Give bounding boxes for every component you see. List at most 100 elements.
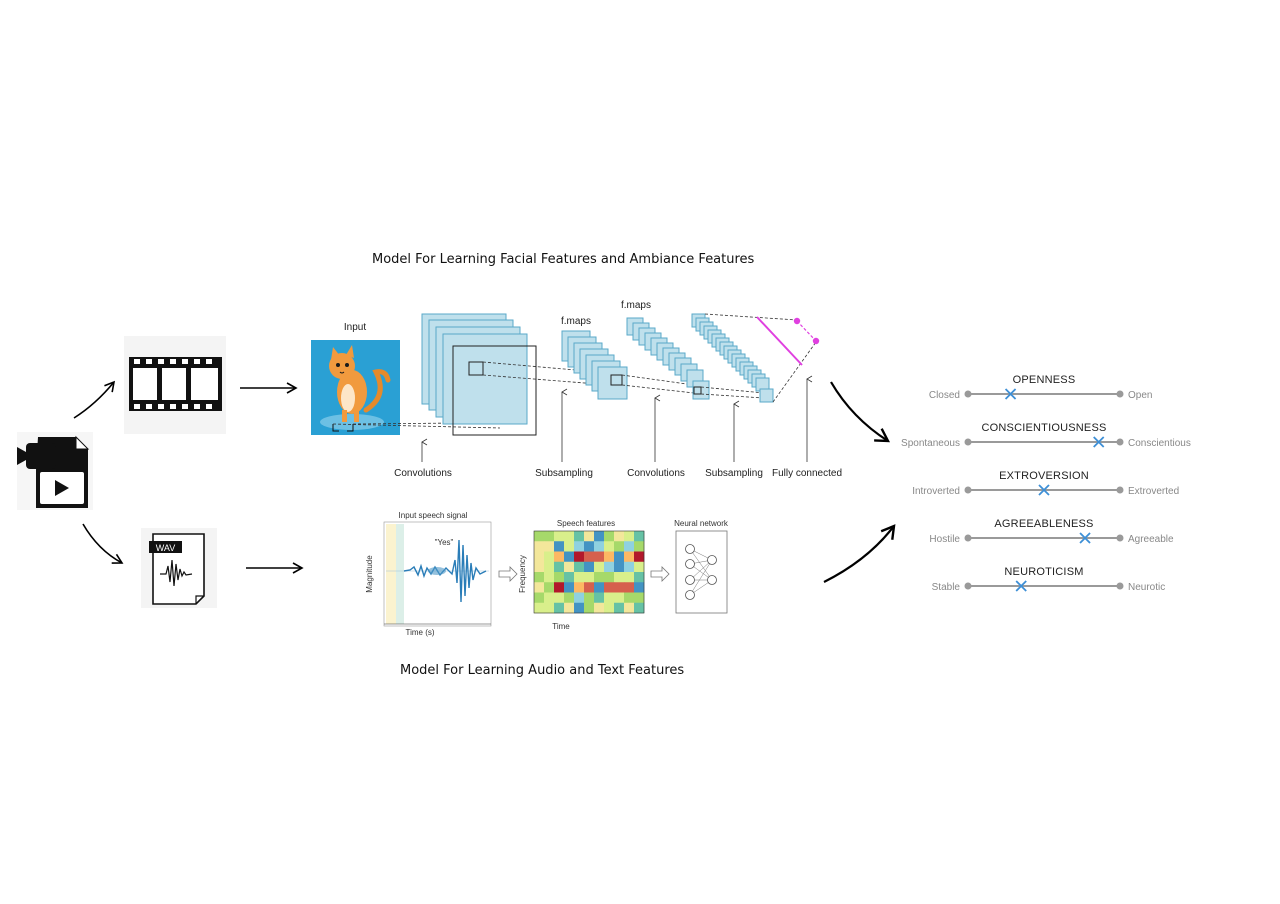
- trait-scale-right-end: [1116, 534, 1124, 542]
- heatmap-cell: [544, 541, 555, 552]
- heatmap-cell: [554, 551, 565, 563]
- heatmap-cell: [554, 541, 565, 552]
- heatmap-cell: [544, 582, 555, 593]
- heatmap-cell: [584, 531, 595, 542]
- heatmap-cell: [594, 592, 605, 604]
- heatmap-cell: [574, 572, 585, 583]
- heatmap-cell: [574, 602, 585, 614]
- heatmap-cell: [544, 531, 555, 542]
- heatmap-cell: [614, 592, 625, 604]
- heatmap-cell: [634, 582, 645, 593]
- arrow-to-audio: [82, 523, 124, 564]
- heatmap-cell: [624, 531, 635, 542]
- heatmap-cell: [564, 602, 575, 614]
- heatmap-cell: [584, 541, 595, 552]
- top-model-caption: Model For Learning Facial Features and A…: [372, 252, 755, 267]
- heatmap-cell: [574, 561, 585, 573]
- fmaps-label-1: f.maps: [561, 316, 591, 327]
- speech-signal-title: Input speech signal: [399, 511, 468, 520]
- trait-scale-left-end: [964, 534, 972, 542]
- stage-subsampling-1: Subsampling: [535, 468, 593, 479]
- heatmap-cell: [574, 592, 585, 604]
- heatmap-cell: [564, 561, 575, 573]
- heatmap-cell: [604, 561, 615, 573]
- heatmap-cell: [604, 541, 615, 552]
- heatmap-cell: [534, 572, 545, 583]
- heatmap-cell: [634, 531, 645, 542]
- speech-signal-xlabel: Time (s): [405, 628, 434, 637]
- heatmap-cell: [624, 582, 635, 593]
- heatmap-cell: [594, 541, 605, 552]
- heatmap-cell: [624, 592, 635, 604]
- heatmap-cell: [554, 572, 565, 583]
- speech-features-heatmap: Time Frequency: [518, 530, 645, 631]
- heatmap-cell: [634, 561, 645, 573]
- arrow-to-frames: [73, 380, 116, 419]
- neural-network-graphic: [675, 530, 728, 614]
- heatmap-cell: [564, 531, 575, 542]
- speech-signal-plot: "Yes" Time (s) Magnitude: [365, 521, 492, 637]
- heatmap-cell: [604, 582, 615, 593]
- arrow-cnn-to-traits: [830, 381, 888, 441]
- trait-scale-right-end: [1116, 390, 1124, 398]
- heatmap-cell: [594, 582, 605, 593]
- heatmap-cell: [584, 592, 595, 604]
- speech-features-ylabel: Frequency: [518, 555, 527, 593]
- trait-name: OPENNESS: [1013, 374, 1076, 386]
- heatmap-cell: [564, 592, 575, 604]
- heatmap-cell: [534, 531, 545, 542]
- heatmap-cell: [534, 551, 545, 563]
- heatmap-cell: [574, 582, 585, 593]
- heatmap-cell: [564, 541, 575, 552]
- stage-fully-connected: Fully connected: [772, 468, 842, 479]
- heatmap-cell: [614, 602, 625, 614]
- trait-scale-left-end: [964, 486, 972, 494]
- trait-scale-right-end: [1116, 438, 1124, 446]
- heatmap-cell: [604, 551, 615, 563]
- heatmap-cell: [554, 602, 565, 614]
- trait-right-label: Neurotic: [1128, 582, 1165, 593]
- heatmap-cell: [594, 561, 605, 573]
- fmaps-label-2: f.maps: [621, 300, 651, 311]
- heatmap-cell: [634, 541, 645, 552]
- heatmap-cell: [584, 602, 595, 614]
- heatmap-cell: [614, 551, 625, 563]
- trait-scale-left-end: [964, 582, 972, 590]
- heatmap-cell: [594, 572, 605, 583]
- wav-label: WAV: [156, 543, 176, 553]
- heatmap-cell: [534, 561, 545, 573]
- heatmap-cell: [604, 602, 615, 614]
- heatmap-cell: [604, 531, 615, 542]
- heatmap-cell: [614, 582, 625, 593]
- heatmap-cell: [634, 551, 645, 563]
- trait-marker: [1093, 436, 1105, 448]
- heatmap-cell: [624, 551, 635, 563]
- trait-name: EXTROVERSION: [999, 470, 1089, 482]
- heatmap-cell: [584, 561, 595, 573]
- cat-input-image: [311, 340, 400, 435]
- heatmap-cell: [534, 592, 545, 604]
- heatmap-cell: [544, 561, 555, 573]
- heatmap-cell: [594, 531, 605, 542]
- heatmap-cell: [534, 582, 545, 593]
- heatmap-cell: [594, 602, 605, 614]
- trait-marker: [1004, 388, 1017, 400]
- heatmap-cell: [564, 572, 575, 583]
- trait-name: CONSCIENTIOUSNESS: [981, 422, 1106, 434]
- speech-signal-ylabel: Magnitude: [365, 555, 374, 593]
- heatmap-cell: [604, 572, 615, 583]
- trait-name: NEUROTICISM: [1004, 566, 1083, 578]
- trait-scale-left-end: [964, 438, 972, 446]
- heatmap-cell: [624, 572, 635, 583]
- heatmap-cell: [544, 551, 555, 563]
- heatmap-cell: [624, 561, 635, 573]
- bottom-model-caption: Model For Learning Audio and Text Featur…: [400, 663, 685, 678]
- heatmap-cell: [544, 602, 555, 614]
- speech-features-xlabel: Time: [552, 622, 570, 631]
- trait-marker: [1015, 580, 1027, 592]
- heatmap-cell: [554, 592, 565, 604]
- heatmap-cell: [614, 531, 625, 542]
